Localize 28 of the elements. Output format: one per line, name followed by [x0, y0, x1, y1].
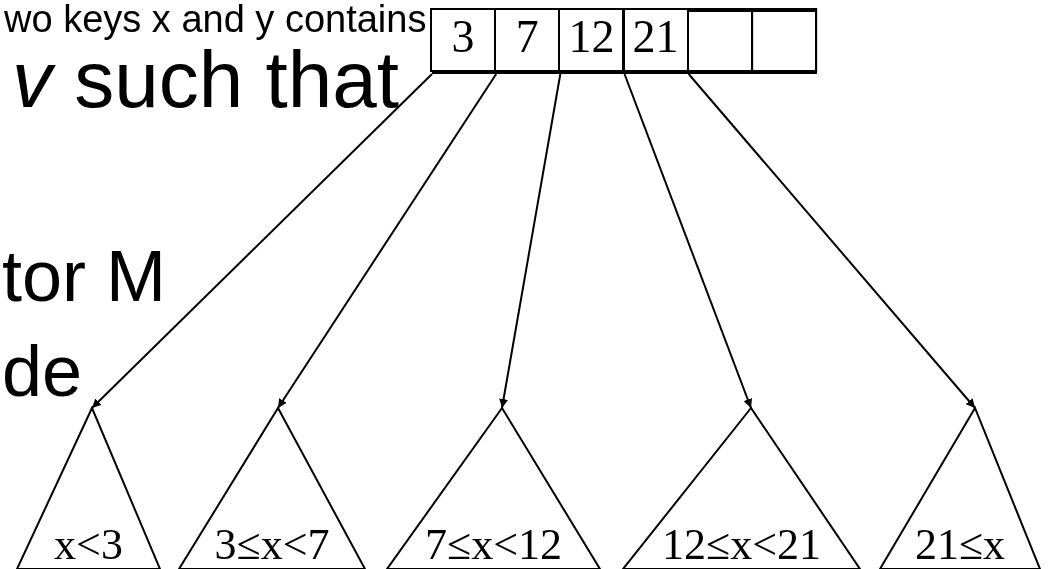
slide-text: v such that	[12, 40, 399, 120]
range-label: 21≤x	[914, 523, 1006, 567]
array-node	[432, 10, 817, 74]
pointer-arrow	[91, 73, 433, 409]
pointer-arrow	[277, 73, 498, 409]
key-value: 3	[450, 14, 476, 60]
pointer-arrow	[687, 73, 976, 409]
subtree-triangle	[179, 408, 365, 569]
range-label: 7≤x<12	[425, 523, 562, 567]
range-label: 3≤x<7	[214, 523, 330, 567]
range-label: x<3	[54, 523, 123, 567]
subtree-triangle	[387, 408, 600, 569]
subtree-triangle	[17, 408, 160, 569]
pointer-arrow	[499, 73, 562, 409]
subtree-triangle	[880, 408, 1040, 569]
pointer-arrow	[623, 73, 752, 409]
slide-text: tor M	[2, 240, 166, 312]
key-value: 12	[567, 14, 616, 60]
key-cell	[430, 8, 497, 72]
key-value: 21	[631, 14, 680, 60]
subtree-triangle	[623, 408, 860, 569]
key-cell	[494, 8, 561, 72]
key-value: 7	[514, 14, 540, 60]
slide-text: wo keys x and y contains	[4, 0, 427, 38]
key-cell	[622, 8, 689, 72]
slide-text: de	[2, 335, 83, 407]
key-cell	[558, 8, 625, 72]
range-label: 12≤x<21	[662, 523, 821, 567]
